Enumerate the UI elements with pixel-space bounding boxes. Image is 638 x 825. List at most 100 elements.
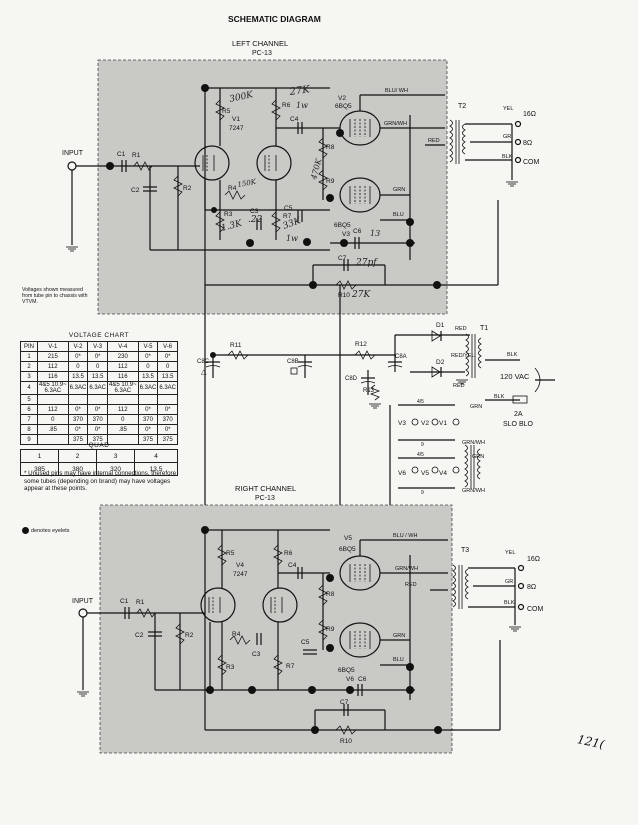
right-out-gr: GR (505, 579, 513, 585)
left-r8-label: R8 (326, 144, 335, 151)
ps-heater-v4: V4 (439, 470, 447, 477)
right-v6-type: 6BQ5 (338, 667, 355, 674)
right-r7-label: R7 (286, 663, 295, 670)
right-v4-label: V4 (236, 562, 244, 569)
right-r2-label: R2 (185, 632, 194, 639)
left-hand-27pf: 27pf (355, 258, 378, 268)
vc-value-cell: 112 (107, 361, 139, 372)
right-channel-board: PC-13 (255, 495, 275, 502)
right-r6-label: R6 (284, 550, 293, 557)
left-wire-grn: GRN (393, 187, 405, 193)
voltage-note: Voltages shown measured from tube pin to… (22, 287, 88, 306)
ps-wire-grn-2: GRN (472, 454, 484, 460)
vc-value-cell: 0* (67, 424, 89, 435)
vc-value-cell (157, 394, 178, 405)
vc-value-cell: 0* (87, 424, 108, 435)
right-v4-type: 7247 (233, 571, 248, 578)
left-v2-type: 6BQ5 (335, 103, 352, 110)
right-c4-label: C4 (288, 562, 297, 569)
quad-value: 320 (96, 462, 136, 476)
left-t2-label: T2 (458, 103, 466, 110)
quad-value: 380 (58, 462, 98, 476)
right-v6-label: V6 (346, 676, 354, 683)
vc-value-cell: 0 (157, 361, 178, 372)
ps-wire-red-2: RED (453, 383, 465, 389)
ps-wire-grn-wh-2: GRN/WH (462, 488, 485, 494)
ps-r12-label: R12 (355, 341, 367, 348)
vc-header: V-5 (137, 341, 159, 352)
quad-value-row: 385 380 320 13.5 (19, 462, 178, 476)
vc-value-cell: 116 (107, 371, 139, 382)
ps-d2-label: D2 (436, 359, 445, 366)
left-hand-150k: 150K (237, 178, 257, 189)
right-input-label: INPUT (72, 598, 94, 605)
vc-value-cell: 0* (157, 404, 178, 415)
left-r7-label: R7 (283, 213, 292, 220)
vc-value-cell: 0* (137, 404, 159, 415)
left-channel: LEFT CHANNEL PC-13 INPUT C1 R1 C2 R2 V1 … (62, 39, 540, 315)
ps-wire-red-yel: RED/YEL (451, 353, 475, 359)
vc-value-cell: 6.3AC (67, 381, 89, 395)
vc-value-cell: 370 (67, 414, 89, 425)
vc-header: V-6 (157, 341, 178, 352)
quad-value: 13.5 (134, 462, 178, 476)
right-out-16ohm: 16Ω (527, 556, 540, 563)
quad-value: 385 (19, 462, 60, 476)
ps-d1-label: D1 (436, 322, 445, 329)
left-r4-label: R4 (228, 185, 237, 192)
ps-c8b-label: C8B (287, 359, 299, 365)
left-r3-label: R3 (224, 211, 233, 218)
vc-pin-cell: 9 (20, 434, 38, 445)
left-out-yel: YEL (503, 106, 513, 112)
ps-heater-v1: V1 (439, 420, 447, 427)
vc-value-cell (67, 394, 89, 405)
ps-heater-v2: V2 (421, 420, 429, 427)
right-c7-label: C7 (340, 699, 349, 706)
left-out-gr: GR (503, 134, 511, 140)
right-c1-label: C1 (120, 598, 129, 605)
vc-value-cell: 116 (37, 371, 69, 382)
right-wire-grn: GRN (393, 633, 405, 639)
left-input-jack-icon (67, 161, 77, 171)
right-r5-label: R5 (226, 550, 235, 557)
ps-c8d-label: C8D (345, 376, 358, 382)
left-hand-13: 13 (370, 229, 380, 238)
diagram-title: SCHEMATIC DIAGRAM (228, 14, 321, 24)
vc-value-cell: 370 (157, 414, 178, 425)
vc-value-cell: 375 (157, 434, 178, 445)
vc-header: V-3 (87, 341, 108, 352)
vc-value-cell: 112 (37, 404, 69, 415)
left-channel-heading: LEFT CHANNEL (232, 39, 288, 48)
vc-pin-cell: 7 (20, 414, 38, 425)
vc-header: V-4 (107, 341, 139, 352)
left-out-com: COM (523, 159, 540, 166)
vc-value-cell (37, 394, 69, 405)
svg-text:△: △ (201, 369, 207, 376)
eyelet-legend: denotes eyelets (22, 527, 70, 534)
right-c6-label: C6 (358, 676, 367, 683)
right-input-jack-icon (78, 608, 88, 618)
eyelet-dot-icon (22, 527, 29, 534)
left-hand-27k: 27K (288, 84, 311, 98)
left-v3-type: 6BQ5 (334, 222, 351, 229)
quad-chart-title: QUAD (88, 442, 110, 449)
right-wire-red: RED (405, 582, 417, 588)
left-r9-label: R9 (326, 178, 335, 185)
vc-value-cell: 0* (67, 351, 89, 362)
left-wire-blu: BLU (393, 212, 404, 218)
vc-value-cell: 0* (137, 424, 159, 435)
vc-value-cell: 6.3AC (137, 381, 159, 395)
vc-value-cell: 6.3AC (157, 381, 178, 395)
left-r5-label: R5 (222, 108, 231, 115)
quad-chart-table: 1 2 3 4 385 380 320 13.5 (19, 449, 178, 476)
voltage-chart-title: VOLTAGE CHART (68, 332, 130, 339)
vc-value-cell: .85 (37, 424, 69, 435)
left-r10-label: R10 (338, 292, 350, 299)
ps-wire-grn-wh: GRN/WH (462, 440, 485, 446)
